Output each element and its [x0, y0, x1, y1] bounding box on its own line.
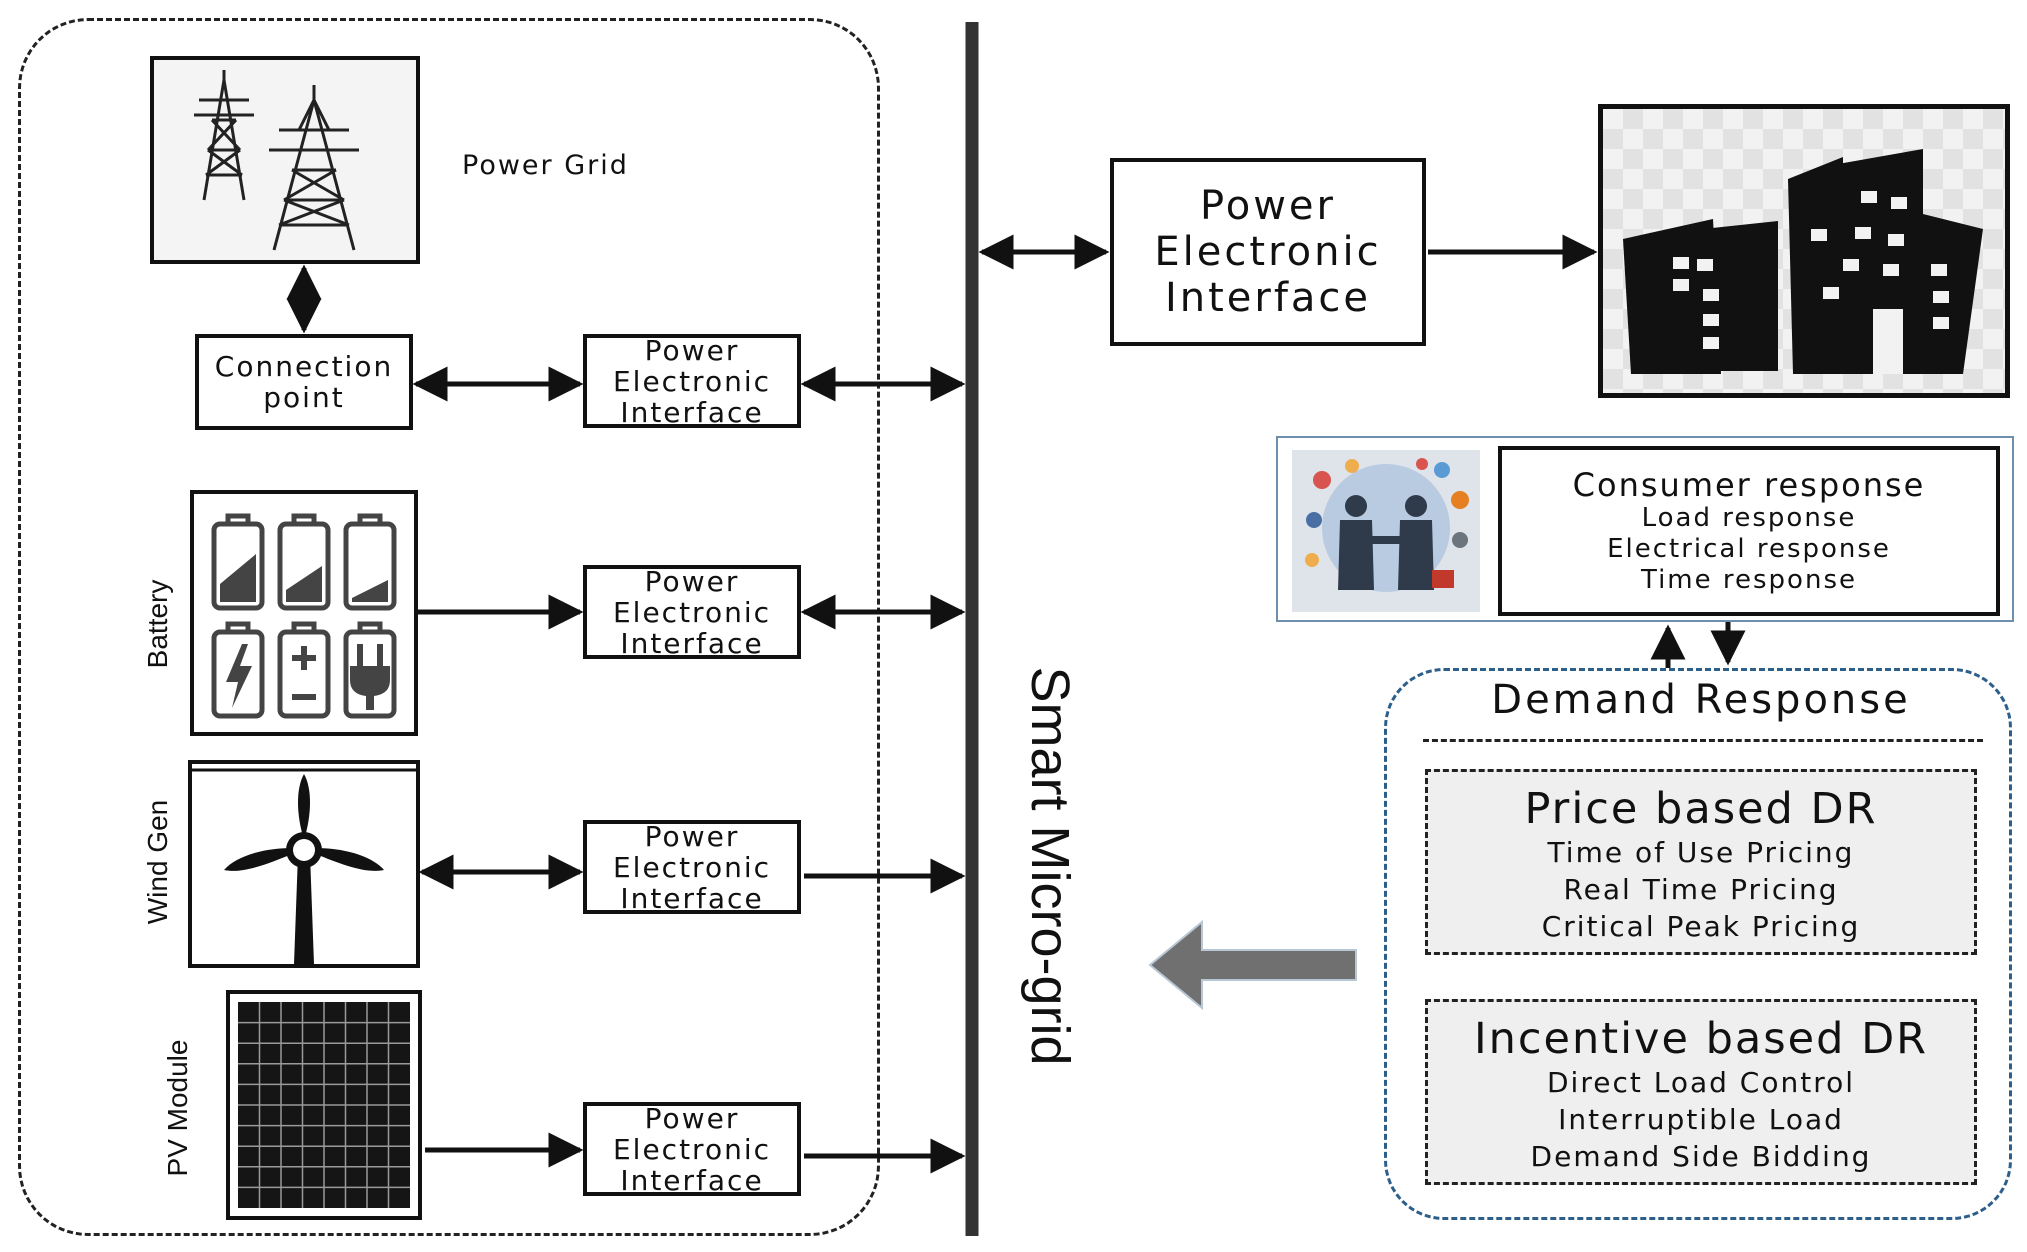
wind-image [188, 760, 420, 968]
transmission-tower-icon [194, 70, 359, 251]
pv-image [226, 990, 422, 1220]
pei-line: Power [644, 564, 740, 598]
pv-label: PV Module [162, 1039, 193, 1177]
pei-line: Electronic [612, 595, 772, 629]
pei-line: Electronic [612, 364, 772, 398]
pei-pv: Power Electronic Interface [583, 1102, 801, 1196]
incentive-based-title: Incentive based DR [1473, 1014, 1929, 1064]
battery-label: Battery [142, 579, 173, 669]
pei-line: Power [644, 1101, 740, 1135]
battery-image [190, 490, 418, 736]
consumer-panel: Consumer response Load response Electric… [1276, 436, 2014, 622]
pei-line: Power [1200, 183, 1336, 229]
price-based-title: Price based DR [1524, 784, 1878, 834]
demand-response-divider [1423, 739, 1983, 742]
pei-line: Electronic [612, 1132, 772, 1166]
consumer-image [1292, 450, 1480, 612]
pei-line: Interface [620, 1163, 764, 1197]
consumer-item-electrical: Electrical response [1607, 533, 1891, 564]
pei-battery: Power Electronic Interface [583, 565, 801, 659]
consumer-item-time: Time response [1641, 564, 1857, 595]
incentive-based-dr: Incentive based DR Direct Load Control I… [1425, 999, 1977, 1185]
connection-point: Connection point [195, 334, 413, 430]
price-based-dr: Price based DR Time of Use Pricing Real … [1425, 769, 1977, 955]
pei-line: Power [644, 333, 740, 367]
incentive-item-il: Interruptible Load [1558, 1103, 1844, 1136]
connection-point-line-2: point [263, 381, 345, 414]
battery-icon [211, 513, 397, 719]
price-item-cpp: Critical Peak Pricing [1541, 910, 1861, 943]
incentive-item-dlc: Direct Load Control [1546, 1066, 1856, 1099]
pei-line: Electronic [1154, 229, 1382, 275]
pei-line: Interface [620, 395, 764, 429]
power-grid-label: Power Grid [462, 150, 629, 181]
price-item-rtp: Real Time Pricing [1563, 873, 1839, 906]
solar-panel-icon [238, 1002, 410, 1208]
incentive-item-dsb: Demand Side Bidding [1530, 1140, 1872, 1173]
pei-grid: Power Electronic Interface [583, 334, 801, 428]
city-buildings-icon [1623, 149, 1983, 374]
micro-grid-label: Smart Micro-grid [1020, 666, 1080, 1066]
consumer-response-box: Consumer response Load response Electric… [1498, 446, 2000, 616]
demand-response-group: Demand Response Price based DR Time of U… [1384, 668, 2012, 1220]
pei-line: Power [644, 819, 740, 853]
pei-line: Interface [620, 881, 764, 915]
pei-load: Power Electronic Interface [1110, 158, 1426, 346]
wind-turbine-icon [192, 768, 416, 964]
connection-point-line-1: Connection [214, 350, 394, 383]
pei-line: Interface [1164, 275, 1372, 321]
big-arrow-left [1148, 919, 1357, 1011]
handshake-icon [1305, 458, 1469, 592]
pei-line: Electronic [612, 850, 772, 884]
price-item-tou: Time of Use Pricing [1547, 836, 1855, 869]
consumer-item-load: Load response [1641, 502, 1857, 533]
pei-wind: Power Electronic Interface [583, 820, 801, 914]
consumer-title: Consumer response [1572, 465, 1926, 504]
wind-label: Wind Gen [142, 799, 173, 925]
demand-response-title: Demand Response [1491, 677, 1911, 723]
pei-line: Interface [620, 626, 764, 660]
city-image [1598, 104, 2010, 398]
power-grid-image [150, 56, 420, 264]
